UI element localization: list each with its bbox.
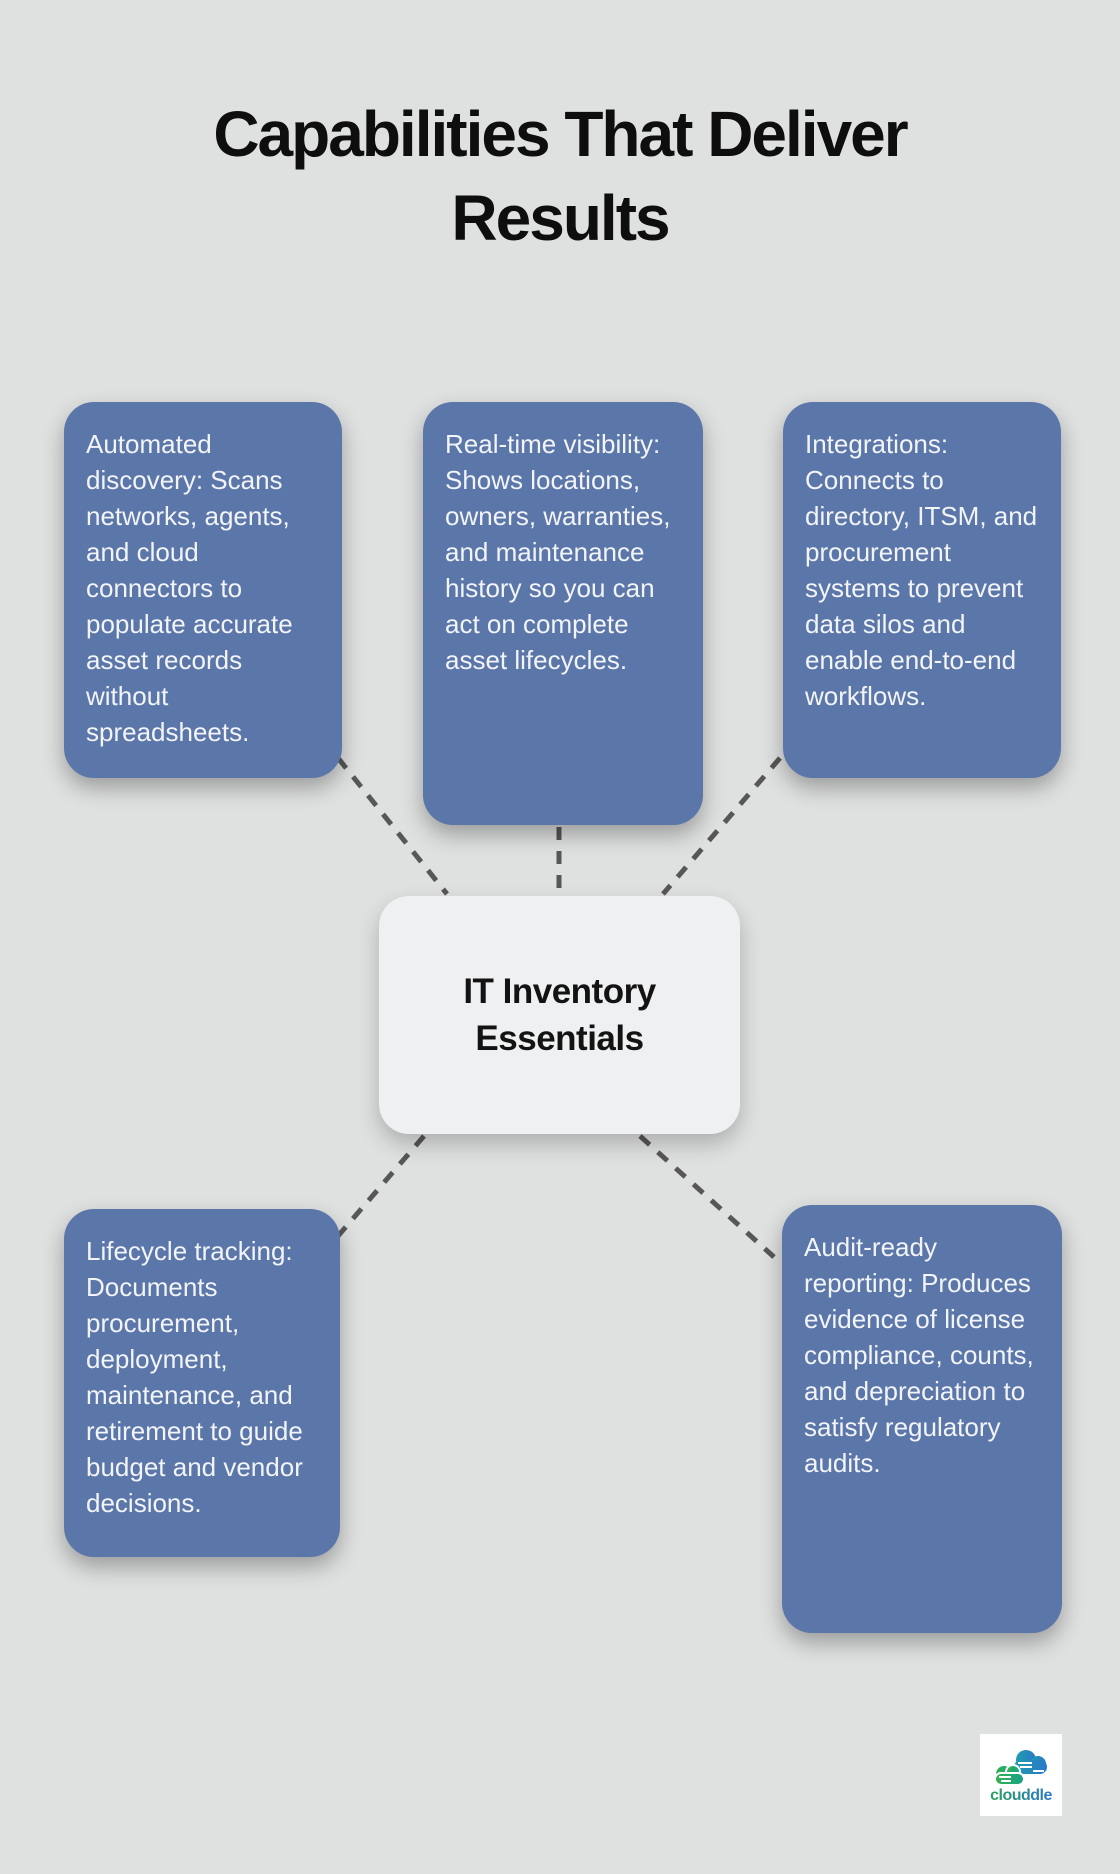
clouddle-logo: clouddle — [980, 1734, 1062, 1816]
connector-bottom-right — [638, 1134, 776, 1259]
clouddle-logo-text: clouddle — [990, 1786, 1052, 1804]
cloud-logo-icon — [994, 1749, 1047, 1786]
cloud-icon-blue — [1014, 1749, 1047, 1774]
connector-top-left — [336, 756, 449, 896]
node-integrations-text: Integrations: Connects to directory, ITS… — [805, 429, 1038, 711]
node-integrations: Integrations: Connects to directory, ITS… — [783, 402, 1061, 778]
node-lifecycle-tracking-text: Lifecycle tracking: Documents procuremen… — [86, 1236, 303, 1518]
cloud-icon-green — [994, 1763, 1025, 1786]
node-real-time-visibility-text: Real-time visibility: Shows locations, o… — [445, 429, 671, 675]
center-node-label: IT Inventory Essentials — [463, 972, 656, 1058]
node-audit-ready-reporting-text: Audit-ready reporting: Produces evidence… — [804, 1232, 1034, 1478]
page-title: Capabilities That Deliver Results — [0, 92, 1120, 260]
center-node-it-inventory-essentials: IT Inventory Essentials — [379, 896, 740, 1134]
page-title-line2: Results — [451, 182, 670, 254]
node-lifecycle-tracking: Lifecycle tracking: Documents procuremen… — [64, 1209, 340, 1557]
node-automated-discovery: Automated discovery: Scans networks, age… — [64, 402, 342, 778]
node-automated-discovery-text: Automated discovery: Scans networks, age… — [86, 429, 293, 747]
node-audit-ready-reporting: Audit-ready reporting: Produces evidence… — [782, 1205, 1062, 1633]
connector-bottom-left — [336, 1134, 426, 1238]
node-real-time-visibility: Real-time visibility: Shows locations, o… — [423, 402, 703, 825]
page-title-line1: Capabilities That Deliver — [213, 98, 908, 170]
connector-top-right — [661, 756, 782, 896]
